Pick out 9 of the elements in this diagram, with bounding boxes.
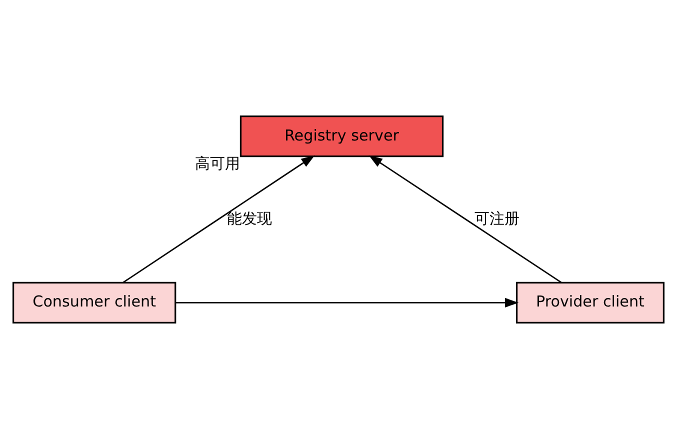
arrow	[122, 155, 315, 284]
node-box: Provider client	[516, 282, 664, 324]
node-box: Consumer client	[12, 282, 176, 324]
edge-label: 能发现	[226, 209, 272, 228]
edge-label: 可注册	[474, 209, 520, 228]
arrow	[176, 298, 519, 308]
node-box: Registry server	[240, 116, 444, 158]
node-label: 高可用	[194, 154, 240, 172]
arrow	[368, 155, 562, 284]
